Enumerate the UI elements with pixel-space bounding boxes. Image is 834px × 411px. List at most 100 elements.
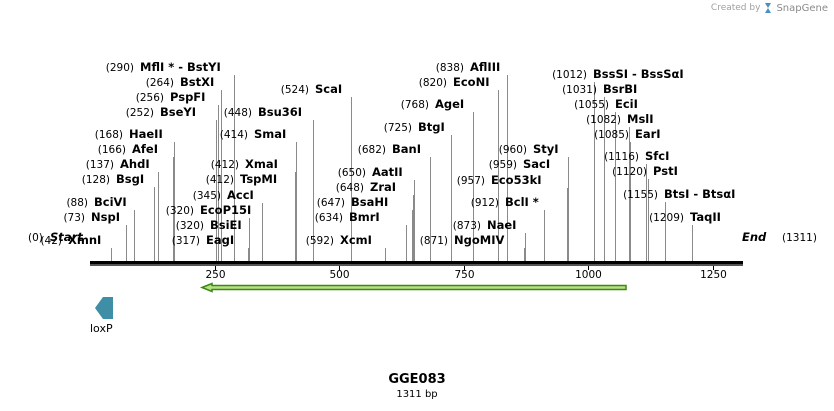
- site-name: ZraI: [370, 180, 396, 194]
- site-label[interactable]: (42)XmnI: [40, 233, 101, 247]
- site-label[interactable]: (1082)MslI: [586, 112, 653, 126]
- site-label[interactable]: (634)BmrI: [315, 210, 380, 224]
- loxp-label[interactable]: loxP: [90, 322, 113, 335]
- tick-label: 1250: [700, 269, 727, 281]
- site-position: (959): [489, 159, 517, 171]
- site-position: (1082): [586, 114, 621, 126]
- site-position: (820): [419, 77, 447, 89]
- site-position: (166): [98, 144, 126, 156]
- site-position: (1085): [594, 129, 629, 141]
- site-label[interactable]: (1012)BssSI - BssSαI: [552, 67, 684, 81]
- site-position: (1055): [574, 99, 609, 111]
- site-position: (592): [306, 235, 334, 247]
- tick-label: 1000: [575, 269, 602, 281]
- site-label[interactable]: (1155) BtsI - BtsαI: [623, 187, 735, 201]
- site-name: BsrBI: [603, 82, 637, 96]
- site-position: (1116): [604, 151, 639, 163]
- site-name: EagI: [206, 233, 234, 247]
- site-label[interactable]: (166)AfeI: [98, 142, 158, 156]
- site-name: StyI: [533, 142, 559, 156]
- site-lines: [111, 75, 693, 261]
- credit-brand: SnapGene: [776, 2, 828, 14]
- site-label[interactable]: (1055) EciI: [574, 97, 638, 111]
- site-position: (128): [82, 174, 110, 186]
- site-name: BclI *: [505, 195, 539, 209]
- site-label[interactable]: (725)BtgI: [384, 120, 445, 134]
- site-name: XmaI: [245, 157, 278, 171]
- site-position: (168): [95, 129, 123, 141]
- site-name: HaeII: [129, 127, 163, 141]
- site-label[interactable]: (768)AgeI: [401, 97, 464, 111]
- site-name: NgoMIV: [454, 233, 504, 247]
- site-label[interactable]: (682)BanI: [358, 142, 421, 156]
- site-label[interactable]: (524)ScaI: [281, 82, 342, 96]
- site-label[interactable]: (128) BsgI: [82, 172, 144, 186]
- site-position: (647): [317, 197, 345, 209]
- snapgene-logo-icon: [765, 3, 772, 13]
- loxp-arrow-icon[interactable]: [95, 297, 113, 319]
- site-label[interactable]: (414)SmaI: [220, 127, 287, 141]
- site-label[interactable]: (912)BclI *: [471, 195, 539, 209]
- site-labels: (42)XmnI (88)BciVI (73) NspI (128) BsgI(137)A…: [40, 60, 735, 247]
- site-name: NspI: [91, 210, 120, 224]
- site-name: BssSI - BssSαI: [593, 67, 684, 81]
- site-label[interactable]: (1085) EarI: [594, 127, 661, 141]
- credit: Created by SnapGene: [711, 2, 828, 14]
- site-position: (871): [420, 235, 448, 247]
- site-label[interactable]: (650)AatII: [338, 165, 403, 179]
- site-label[interactable]: (290)MflI * - BstYI: [106, 60, 221, 74]
- site-label[interactable]: (345)AccI: [193, 188, 254, 202]
- site-position: (1031): [562, 84, 597, 96]
- site-label[interactable]: (957)Eco53kI: [457, 173, 542, 187]
- site-label[interactable]: (871) NgoMIV: [420, 233, 505, 247]
- site-label[interactable]: (820)EcoNI: [419, 75, 490, 89]
- site-label[interactable]: (264)BstXI: [146, 75, 215, 89]
- site-position: (1120): [612, 166, 647, 178]
- site-label[interactable]: (168) HaeII: [95, 127, 163, 141]
- site-label[interactable]: (838)AflIII: [436, 60, 501, 74]
- site-label[interactable]: (1116)SfcI: [604, 149, 669, 163]
- site-label[interactable]: (137)AhdI: [86, 157, 150, 171]
- site-position: (768): [401, 99, 429, 111]
- site-label[interactable]: (256)PspFI: [136, 90, 206, 104]
- site-label[interactable]: (1120)PstI: [612, 164, 678, 178]
- backbone-top-line: [90, 261, 743, 264]
- site-position: (320): [176, 220, 204, 232]
- site-label[interactable]: (959)SacI: [489, 157, 550, 171]
- feature-arrow[interactable]: [199, 282, 627, 293]
- site-position: (1155): [623, 189, 658, 201]
- site-name: XcmI: [340, 233, 372, 247]
- site-name: EciI: [615, 97, 638, 111]
- site-label[interactable]: (88)BciVI: [66, 195, 126, 209]
- site-label[interactable]: (592) XcmI: [306, 233, 372, 247]
- site-label[interactable]: (320)EcoP15I: [166, 203, 252, 217]
- site-label[interactable]: (960)StyI: [499, 142, 559, 156]
- site-position: (634): [315, 212, 343, 224]
- site-position: (73): [63, 212, 85, 224]
- site-label[interactable]: (1209)TaqII: [649, 210, 721, 224]
- site-label[interactable]: (448)Bsu36I: [224, 105, 302, 119]
- site-label[interactable]: (412)XmaI: [211, 157, 278, 171]
- site-label[interactable]: (73) NspI: [63, 210, 120, 224]
- site-label[interactable]: (252)BseYI: [126, 105, 196, 119]
- site-position: (290): [106, 62, 134, 74]
- site-label[interactable]: (647)BsaHI: [317, 195, 389, 209]
- site-name: BciVI: [94, 195, 127, 209]
- site-name: AccI: [227, 188, 254, 202]
- site-label[interactable]: (320)BsiEI: [176, 218, 242, 232]
- site-position: (42): [40, 235, 62, 247]
- site-label[interactable]: (648)ZraI: [336, 180, 396, 194]
- site-position: (448): [224, 107, 252, 119]
- site-name: BtsI - BtsαI: [664, 187, 735, 201]
- site-name: TspMI: [240, 172, 277, 186]
- site-position: (838): [436, 62, 464, 74]
- site-label[interactable]: (1031) BsrBI: [562, 82, 637, 96]
- site-label[interactable]: (873)NaeI: [453, 218, 517, 232]
- site-position: (682): [358, 144, 386, 156]
- site-name: AhdI: [120, 157, 150, 171]
- site-name: BsgI: [116, 172, 144, 186]
- site-label[interactable]: (412)TspMI: [206, 172, 277, 186]
- site-label[interactable]: (317)EagI: [172, 233, 234, 247]
- site-name: EarI: [635, 127, 661, 141]
